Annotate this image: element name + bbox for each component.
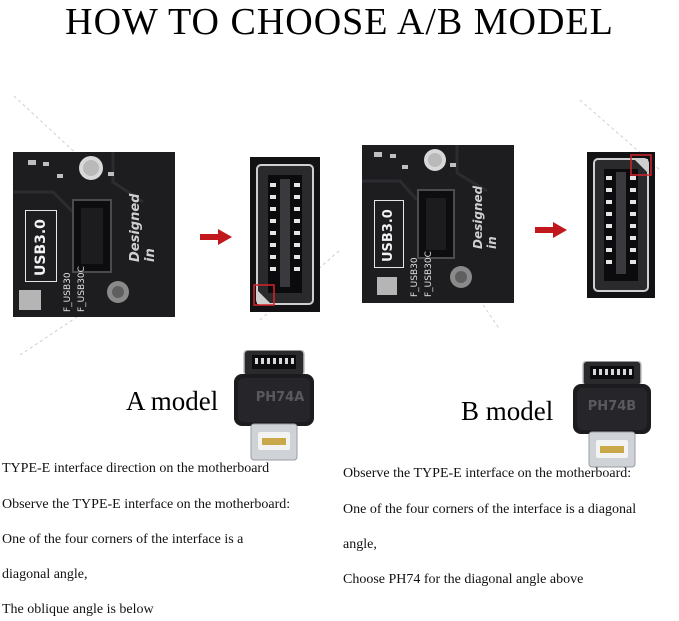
- usb30-label-b: USB3.0: [381, 209, 396, 262]
- motherboard-photo-a: USB3.0 Designed in F_USB30 F_USB30C: [13, 152, 175, 317]
- f-usb30c-label-b: F_USB30C: [424, 251, 434, 297]
- motherboard-photo-b: USB3.0 Designed in F_USB30 F_USB30C: [362, 145, 514, 303]
- right-text-line-1: Observe the TYPE-E interface on the moth…: [343, 466, 632, 481]
- right-text-line-3: angle,: [343, 537, 377, 552]
- f-usb30-label-b: F_USB30: [410, 257, 420, 297]
- part-label-ph74a: PH74A: [255, 390, 305, 405]
- f-usb30c-label-a: F_USB30C: [77, 266, 87, 312]
- right-text-line-2: One of the four corners of the interface…: [343, 502, 637, 517]
- adapter-ph74a: PH74A: [234, 350, 314, 462]
- left-text-line-1: TYPE-E interface direction on the mother…: [2, 461, 270, 476]
- connector-closeup-b: [587, 152, 655, 298]
- right-text-line-4: Choose PH74 for the diagonal angle above: [343, 572, 584, 587]
- page-title: HOW TO CHOOSE A/B MODEL: [65, 1, 614, 43]
- left-text-line-5: The oblique angle is below: [2, 602, 154, 617]
- adapter-ph74b: PH74B: [573, 361, 651, 469]
- usb30-label-a: USB3.0: [33, 219, 49, 276]
- connector-closeup-a: [250, 157, 320, 312]
- left-text-line-2: Observe the TYPE-E interface on the moth…: [2, 497, 291, 512]
- arrow-right-icon-a: [200, 229, 232, 245]
- left-text-line-3: One of the four corners of the interface…: [2, 532, 244, 547]
- f-usb30-label-a: F_USB30: [63, 272, 73, 312]
- model-a-label: A model: [126, 386, 219, 416]
- arrow-right-icon-b: [535, 222, 567, 238]
- designed-in-label-b: Designed in: [471, 185, 499, 249]
- designed-in-label-a: Designed in: [128, 193, 158, 263]
- part-label-ph74b: PH74B: [587, 399, 637, 414]
- model-b-label: B model: [461, 396, 554, 426]
- left-text-line-4: diagonal angle,: [2, 567, 88, 582]
